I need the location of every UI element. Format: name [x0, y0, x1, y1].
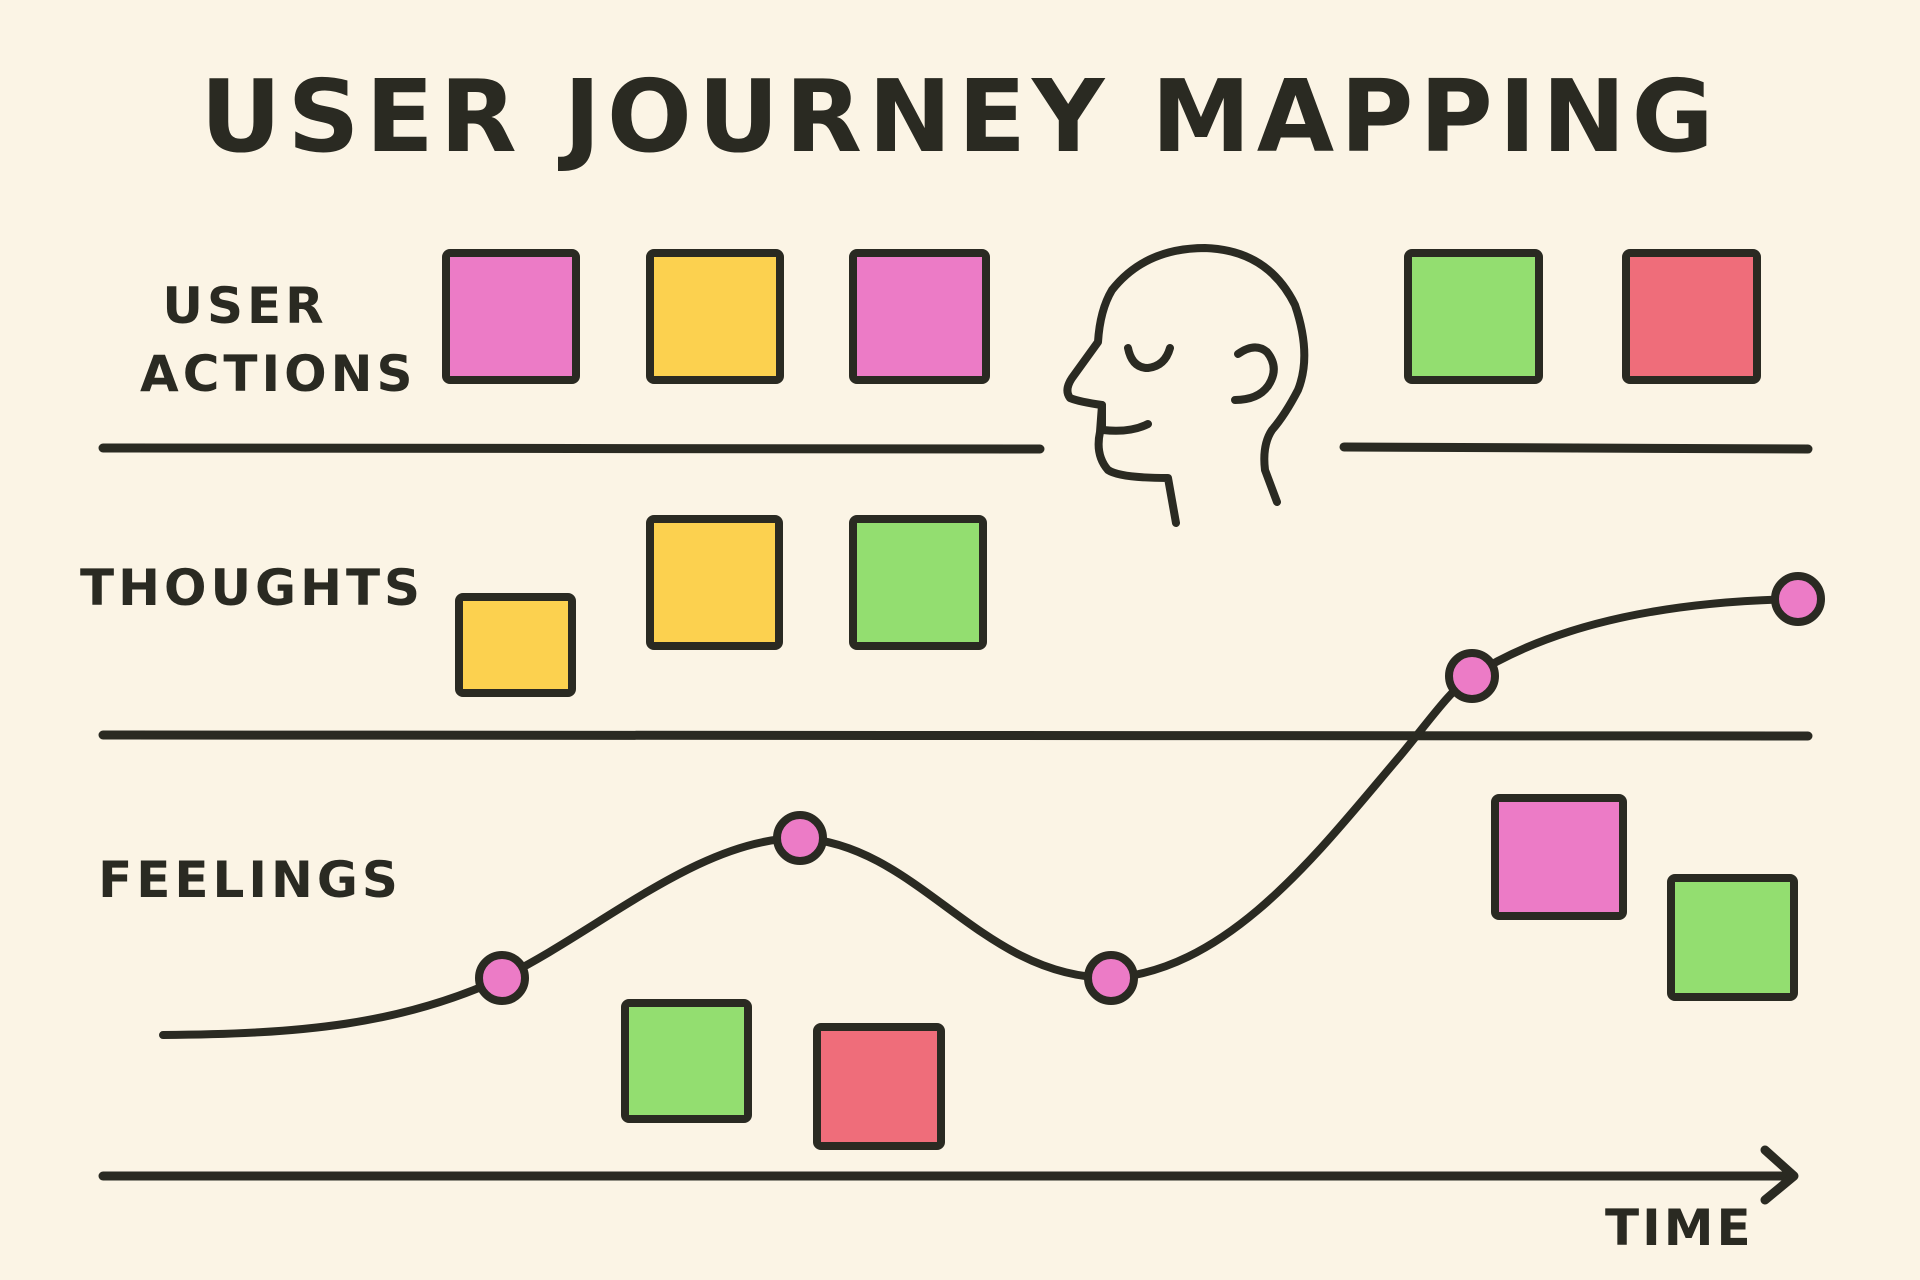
sticky-note-yellow [646, 515, 783, 650]
divider-user-actions-right [1339, 442, 1813, 454]
sticky-note-magenta [849, 249, 990, 384]
sticky-note-yellow [646, 249, 784, 384]
row-label-feelings: FEELINGS [98, 851, 402, 909]
sticky-note-green [1404, 249, 1543, 384]
emotion-point [773, 811, 827, 865]
emotion-point [475, 951, 529, 1005]
row-label-thoughts: THOUGHTS [80, 559, 425, 617]
page-title: USER JOURNEY MAPPING [200, 58, 1720, 175]
emotion-point [1445, 649, 1499, 703]
sticky-note-magenta [1491, 794, 1627, 920]
arrow-right-icon [1760, 1145, 1799, 1205]
time-axis-label: TIME [1605, 1199, 1754, 1257]
sticky-note-green [621, 999, 752, 1123]
sticky-note-red [813, 1023, 945, 1150]
divider-thoughts [98, 730, 1813, 741]
row-label-user: USER [162, 277, 328, 335]
sticky-note-magenta [442, 249, 580, 384]
head-profile-icon [1063, 244, 1309, 527]
divider-user-actions-left [98, 443, 1045, 454]
emotion-point [1084, 951, 1138, 1005]
sticky-note-red [1622, 249, 1761, 384]
sticky-note-green [1667, 874, 1798, 1001]
emotion-point [1771, 572, 1825, 626]
sticky-note-green [849, 515, 987, 650]
sticky-note-yellow [455, 593, 576, 697]
